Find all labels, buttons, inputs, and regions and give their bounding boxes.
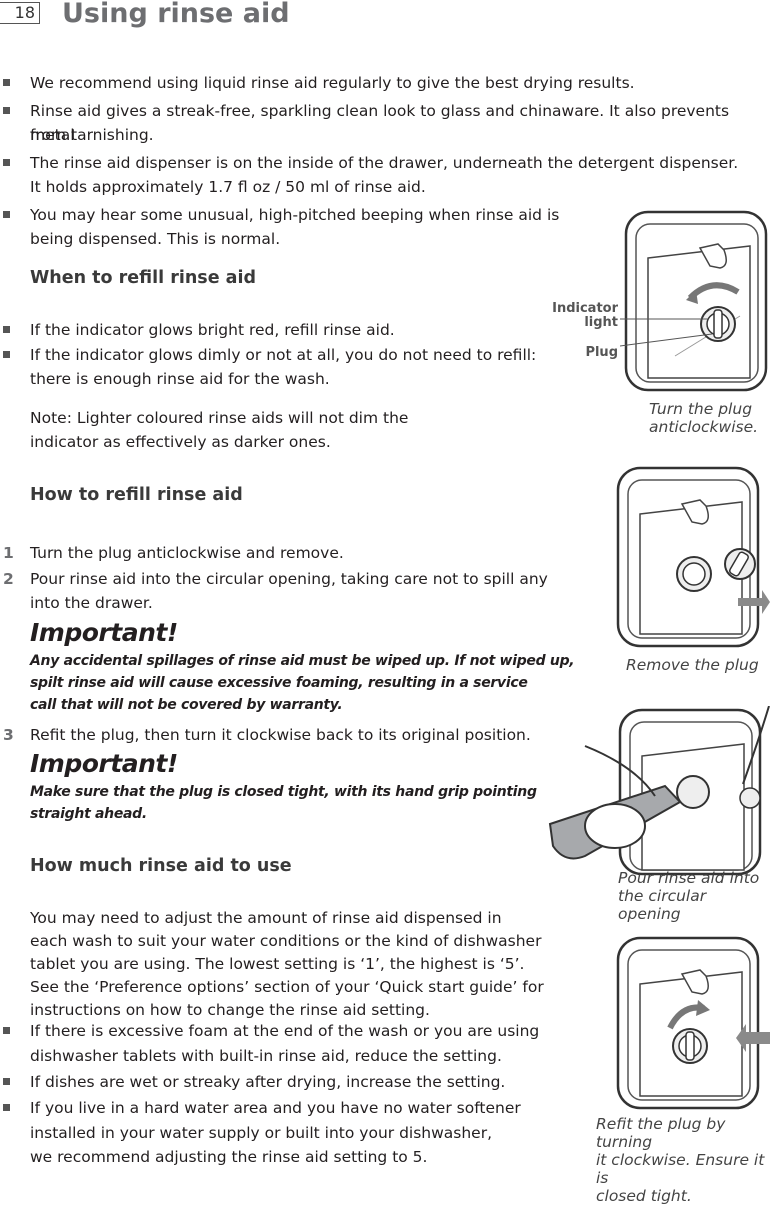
step-number: 3 [3,726,14,744]
figure-caption: Pour rinse aid into the circular opening [618,869,771,923]
section-heading: How to refill rinse aid [30,485,243,505]
list-item: You may hear some unusual, high-pitched … [2,203,559,227]
caption-line: anticlockwise. [649,418,759,436]
paragraph-line: You may need to adjust the amount of rin… [30,909,502,927]
list-item: If there is excessive foam at the end of… [2,1019,539,1043]
figure-caption: Turn the plug anticlockwise. [649,400,758,436]
list-item-continued: being dispensed. This is normal. [30,230,281,248]
dispenser-illustration-3 [548,706,770,876]
list-item-continued: dishwasher tablets with built-in rinse a… [30,1047,502,1065]
important-text: Make sure that the plug is closed tight,… [30,784,537,800]
paragraph-line: tablet you are using. The lowest setting… [30,955,525,973]
step-text: Refit the plug, then turn it clockwise b… [30,726,531,744]
step-text: Turn the plug anticlockwise and remove. [30,544,344,562]
figure-caption: Refit the plug by turning it clockwise. … [596,1115,771,1205]
dispenser-illustration-1 [620,210,768,392]
caption-line: the circular opening [618,887,707,923]
page-title: Using rinse aid [62,0,290,29]
step-item: 3 Refit the plug, then turn it clockwise… [3,723,531,747]
list-item: Rinse aid gives a streak-free, sparkling… [3,99,771,147]
list-item-continued: from tarnishing. [30,126,154,144]
paragraph: You may need to adjust the amount of rin… [30,907,544,1022]
list-item-continued: It holds approximately 1.7 fl oz / 50 ml… [30,178,426,196]
paragraph-line: instructions on how to change the rinse … [30,1001,430,1019]
label-line: Indicator [552,301,618,316]
caption-line: Refit the plug by turning [596,1115,726,1151]
important-text: call that will not be covered by warrant… [30,697,343,713]
section-heading: When to refill rinse aid [30,268,257,288]
list-item-continued: there is enough rinse aid for the wash. [30,370,330,388]
step-item: 1 Turn the plug anticlockwise and remove… [3,541,344,565]
step-number: 1 [3,544,14,562]
list-item: If you live in a hard water area and you… [3,1096,521,1120]
list-item: If the indicator glows dimly or not at a… [2,343,536,367]
caption-line: it clockwise. Ensure it is [596,1151,765,1187]
page-number: 18 [0,2,40,24]
figure-caption: Remove the plug [626,656,759,674]
note-line: indicator as effectively as darker ones. [30,433,331,451]
dispenser-illustration-4 [616,936,770,1110]
caption-line: Turn the plug [649,400,753,418]
note-line: Note: Lighter coloured rinse aids will n… [30,409,409,427]
caption-line: closed tight. [596,1187,692,1205]
list-item: If dishes are wet or streaky after dryin… [2,1070,505,1094]
list-item: If the indicator glows bright red, refil… [3,318,395,342]
indicator-light-label: Indicator light [548,302,618,330]
section-heading: How much rinse aid to use [30,856,292,876]
important-title: Important! [30,749,178,778]
important-title: Important! [30,618,178,647]
step-text: Pour rinse aid into the circular opening… [30,570,548,588]
list-item-continued: installed in your water supply or built … [30,1124,493,1142]
step-number: 2 [3,570,14,588]
important-text: Any accidental spillages of rinse aid mu… [30,653,575,669]
list-item: We recommend using liquid rinse aid regu… [3,71,635,95]
step-text-continued: into the drawer. [30,594,153,612]
list-item-continued: we recommend adjusting the rinse aid set… [30,1148,428,1166]
list-item: The rinse aid dispenser is on the inside… [2,151,738,175]
caption-line: Pour rinse aid into [618,869,760,887]
label-line: light [584,315,618,330]
important-text: spilt rinse aid will cause excessive foa… [30,675,528,691]
paragraph-line: See the ‘Preference options’ section of … [30,978,544,996]
plug-label: Plug [585,345,618,360]
dispenser-illustration-2 [616,466,770,648]
paragraph-line: each wash to suit your water conditions … [30,932,542,950]
important-text: straight ahead. [30,806,147,822]
step-item: 2 Pour rinse aid into the circular openi… [3,567,548,591]
